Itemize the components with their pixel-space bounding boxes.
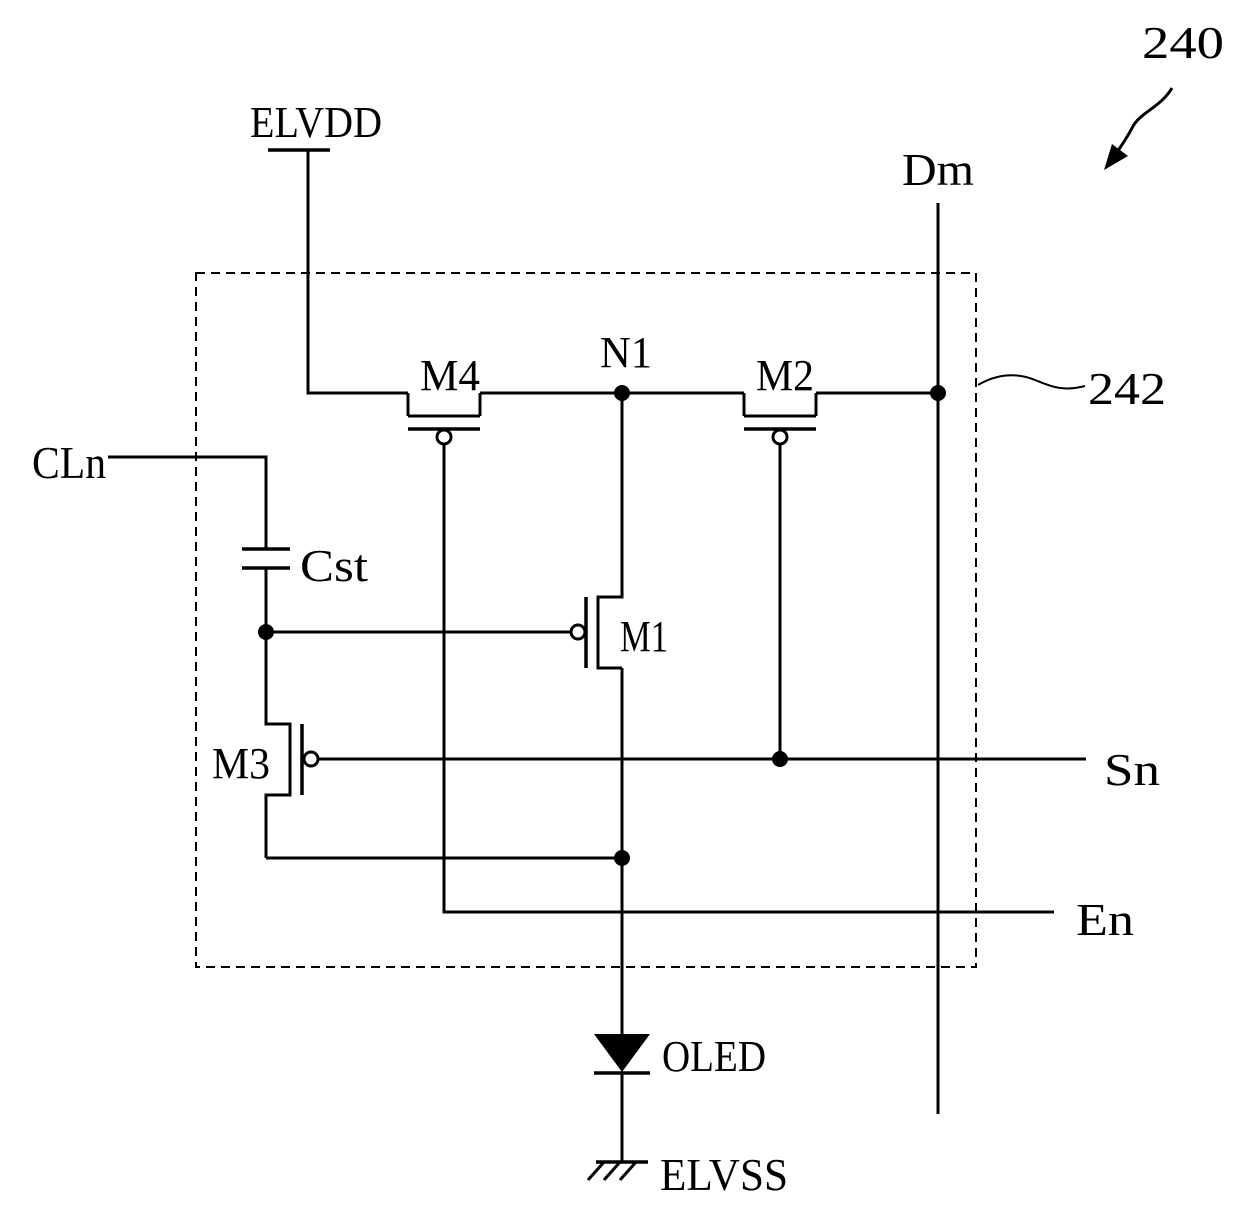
junction-scan-m2: [772, 751, 788, 767]
scan-line-label: Sn: [1104, 744, 1160, 795]
oled-diode: [594, 1034, 650, 1073]
figure-ref-label: 240: [1142, 17, 1224, 68]
junction-m1-drain: [614, 850, 630, 866]
transistor-m2-label: M2: [756, 351, 814, 400]
control-line-label: CLn: [32, 437, 106, 488]
junction-data-line: [930, 385, 946, 401]
elvdd-label: ELVDD: [250, 98, 382, 147]
transistor-m3-label: M3: [212, 739, 270, 788]
control-line: [108, 457, 266, 549]
capacitor-cst-label: Cst: [300, 540, 368, 591]
junction-n1: [614, 385, 630, 401]
emission-line-label: En: [1076, 894, 1134, 945]
transistor-m4-label: M4: [420, 351, 480, 400]
transistor-m1-label: M1: [620, 612, 668, 661]
transistor-m1: [571, 393, 622, 668]
circuit-ref-leader: [978, 375, 1085, 388]
data-line-label: Dm: [902, 144, 974, 195]
circuit-ref-label: 242: [1088, 363, 1166, 414]
transistor-m2: [744, 393, 816, 444]
oled-label: OLED: [662, 1032, 766, 1081]
transistor-m3: [266, 632, 318, 858]
junction-gate-node: [258, 624, 274, 640]
figure-ref-arrowhead: [1104, 144, 1128, 170]
node-n1-label: N1: [600, 328, 652, 377]
elvdd-wire: [308, 150, 408, 393]
capacitor-cst: [242, 549, 290, 568]
ground-icon: [588, 1162, 648, 1180]
figure-ref-arrow: [1112, 88, 1172, 160]
emission-line: [444, 444, 1054, 912]
elvss-label: ELVSS: [660, 1149, 788, 1200]
transistor-m4: [408, 393, 480, 444]
